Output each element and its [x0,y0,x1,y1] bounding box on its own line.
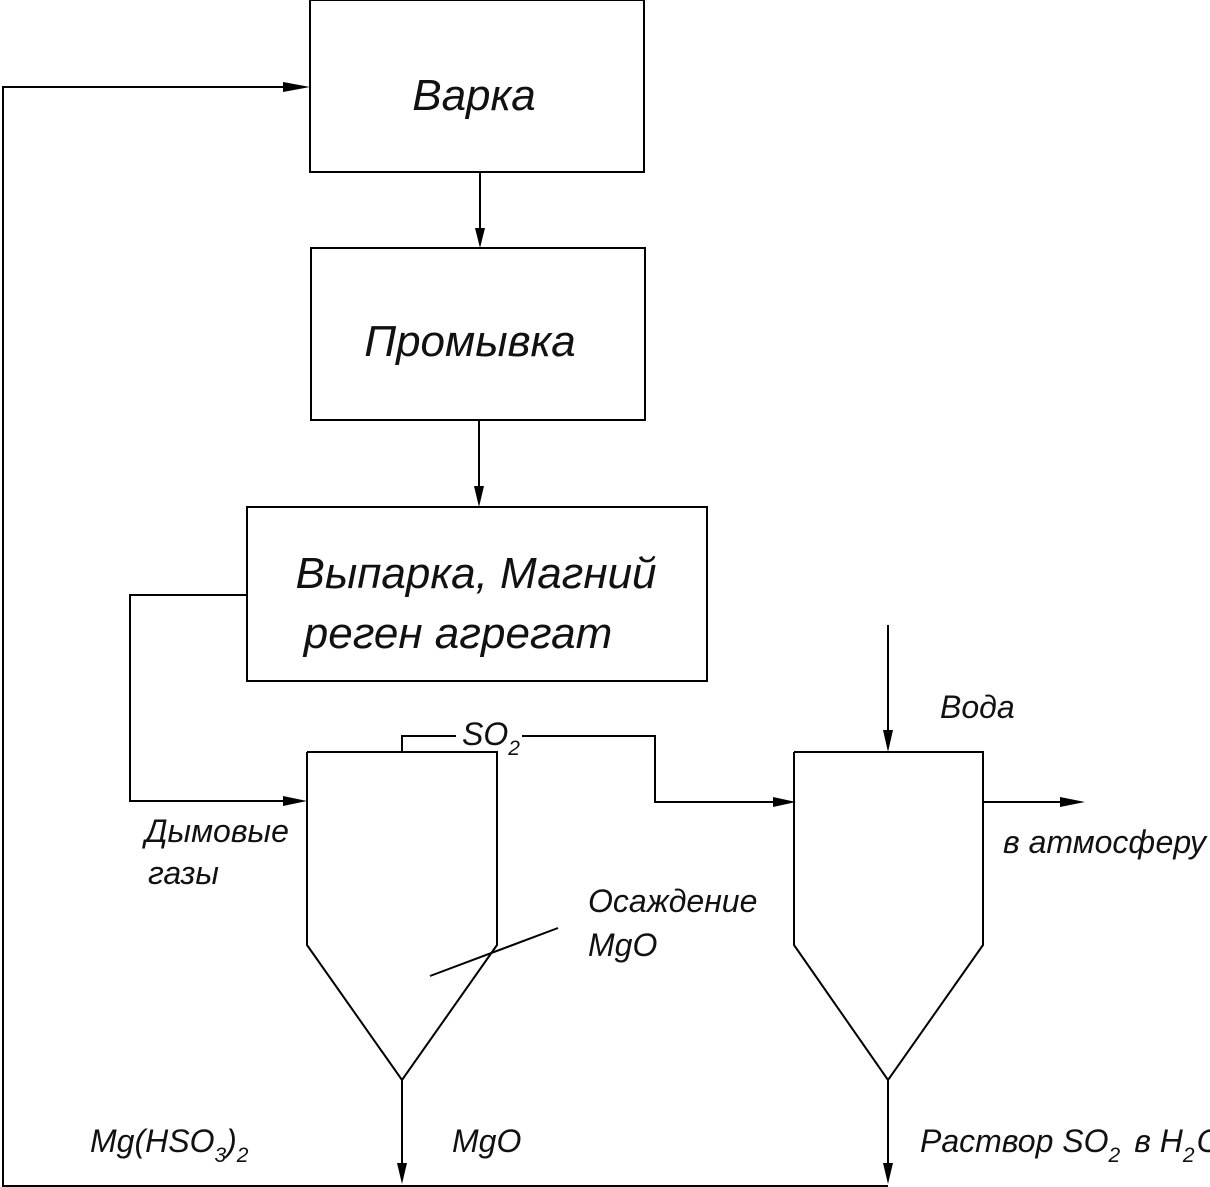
precipitation-leader-line [429,927,559,977]
arrowhead-water [883,730,893,752]
evaporation-label-line1: Выпарка, Магний [295,549,656,598]
recycle-loop-line [2,86,888,1187]
flue-gases-label-line1: Дымовые [142,813,289,849]
washing-label: Промывка [364,317,576,366]
left-settler-vessel [306,751,498,1082]
so2-line [522,735,775,803]
cooking-label: Варка [412,71,536,120]
right-absorber-vessel [793,751,984,1082]
so2-label: SO2 [462,716,520,760]
precipitation-label-line2: MgO [588,927,657,963]
arrowhead-so2 [773,797,796,807]
flue-gases-label-line2: газы [148,855,219,891]
evaporation-label-line2: реген агрегат [302,609,613,658]
arrowhead-mgo-output [397,1163,407,1184]
precipitation-label-line1: Осаждение [588,883,757,919]
water-label: Вода [940,689,1015,725]
mgo-output-label: MgO [452,1123,521,1159]
cooking-block [309,0,645,173]
arrowhead-atmosphere [1060,797,1085,807]
so2-line-left-stub [401,735,456,752]
arrowhead-to-evaporation [474,486,484,507]
arrowhead-flue-gas [283,796,307,806]
arrowhead-solution-output [883,1163,893,1184]
flue-gas-line [129,594,285,802]
bisulfite-label: Mg(HSO3)2 [90,1123,249,1167]
arrowhead-to-cooking [283,82,310,92]
arrowhead-to-washing [475,228,485,248]
to-atmosphere-label: в атмосферу [1003,824,1208,860]
